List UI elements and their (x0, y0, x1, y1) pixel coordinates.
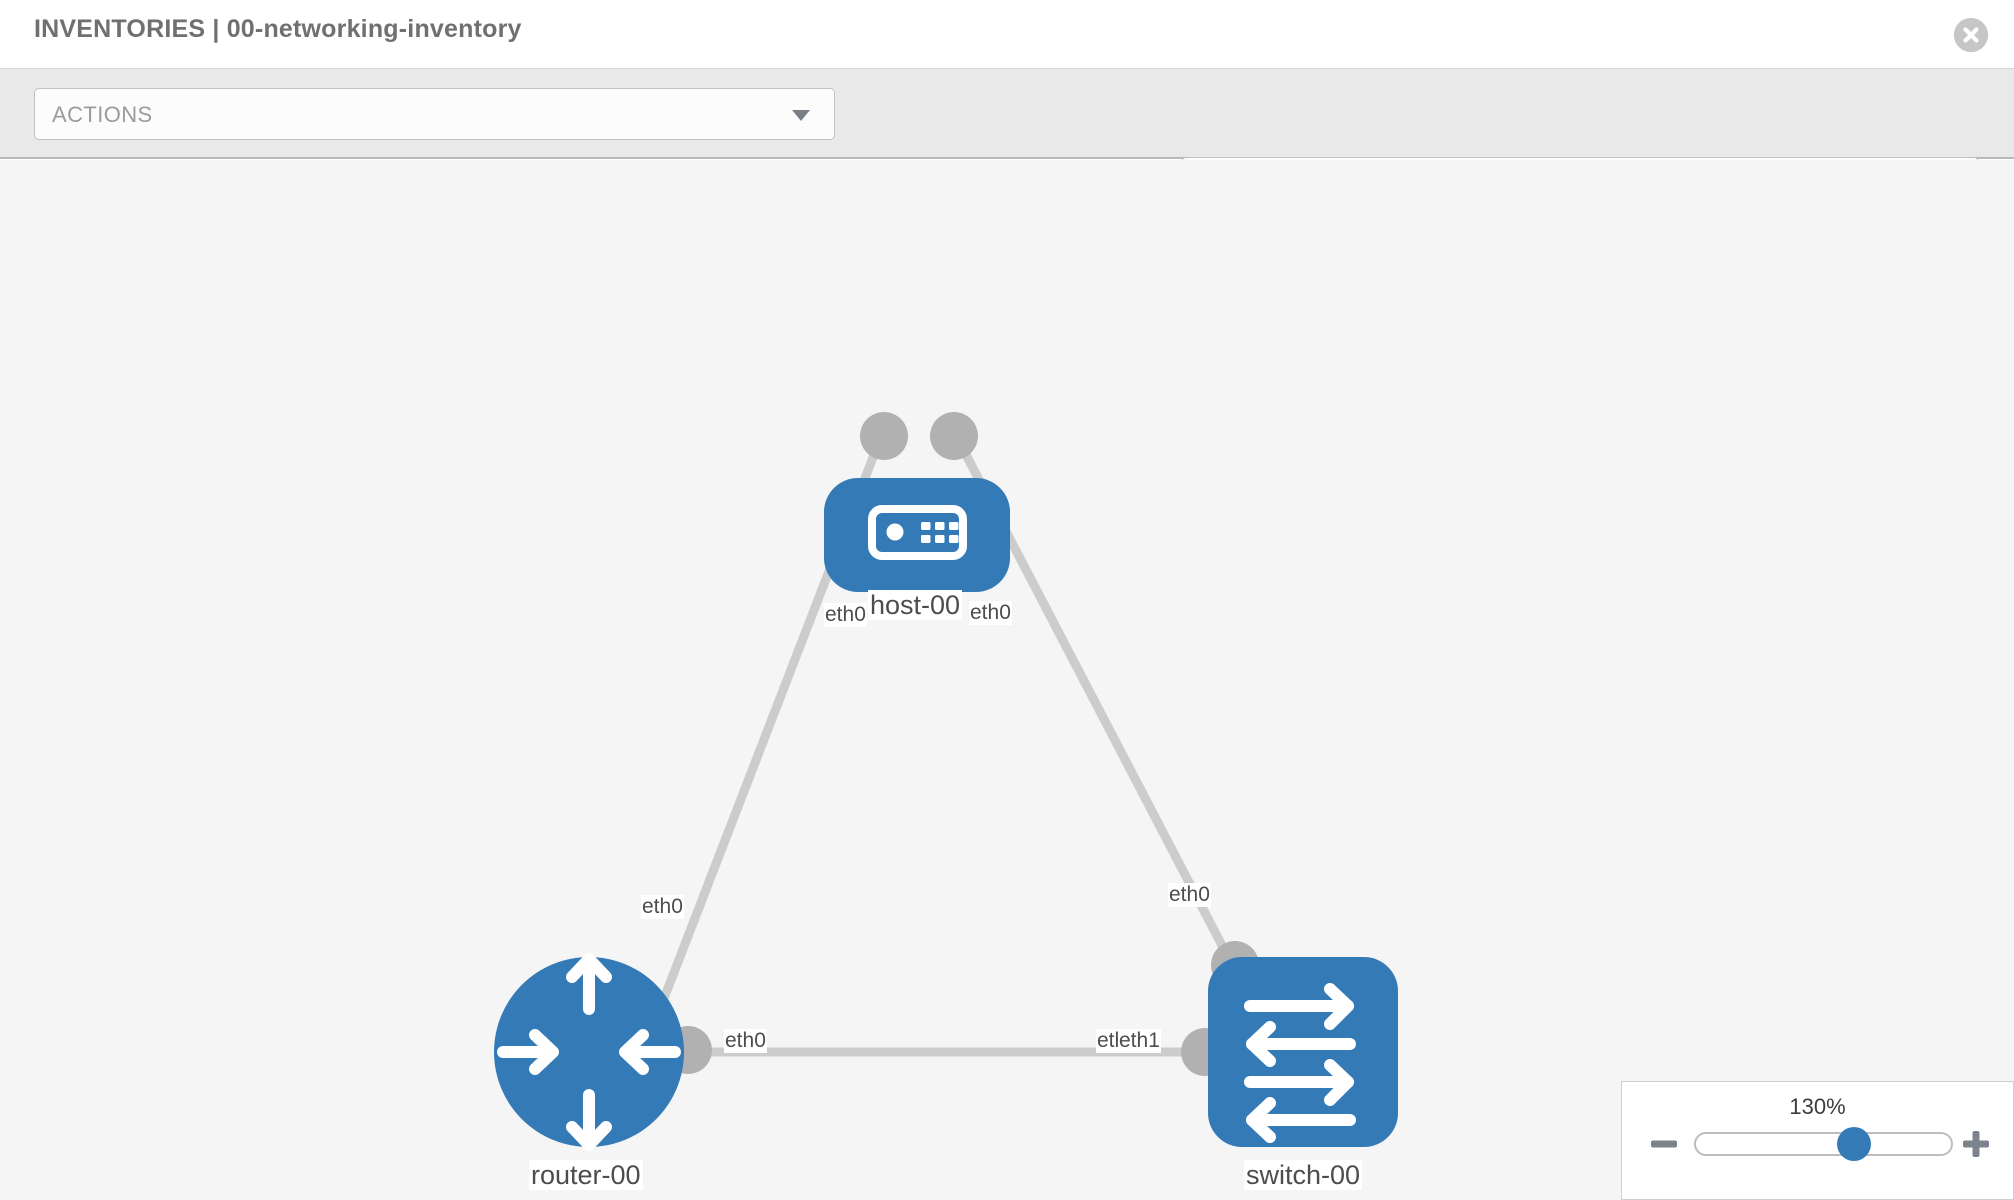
topology-canvas[interactable]: eth0 eth0 eth0 eth0 eth0 eth eth1 host-0… (0, 160, 2014, 1200)
page-title: INVENTORIES | 00-networking-inventory (34, 15, 522, 43)
zoom-level-value: 130% (1789, 1094, 1846, 1119)
zoom-control-panel: 130% (1621, 1081, 2014, 1200)
topology-graph (494, 412, 1398, 1151)
iface-label: eth0 (724, 1029, 767, 1053)
node-label-host-00: host-00 (868, 590, 963, 620)
port-host-left (860, 412, 908, 460)
zoom-slider-thumb[interactable] (1837, 1127, 1872, 1161)
iface-label: eth0 (824, 603, 867, 627)
server-icon (868, 505, 967, 560)
iface-label: eth0 (1168, 883, 1211, 907)
page-header: INVENTORIES | 00-networking-inventory (0, 0, 2014, 69)
chevron-down-icon (792, 110, 810, 121)
zoom-slider[interactable] (1694, 1127, 1953, 1161)
node-router-00 (494, 953, 684, 1151)
toolbar: ACTIONS SEARCH (0, 69, 2014, 209)
actions-dropdown-label: ACTIONS (52, 102, 153, 127)
plus-icon[interactable] (1961, 1129, 1991, 1159)
node-switch-00 (1208, 957, 1398, 1147)
router-arrows-icon (497, 953, 681, 1151)
node-host-00 (824, 478, 1010, 592)
iface-label: eth0 (641, 895, 684, 919)
node-label-switch-00: switch-00 (1244, 1160, 1363, 1190)
minus-icon[interactable] (1649, 1129, 1679, 1159)
actions-dropdown[interactable]: ACTIONS (34, 88, 835, 140)
iface-label: eth0 (969, 601, 1012, 625)
iface-label: eth1 (1118, 1029, 1161, 1053)
close-icon[interactable] (1954, 18, 1988, 52)
port-host-right (930, 412, 978, 460)
node-label-router-00: router-00 (529, 1160, 643, 1190)
switch-arrows-icon (1244, 983, 1356, 1143)
